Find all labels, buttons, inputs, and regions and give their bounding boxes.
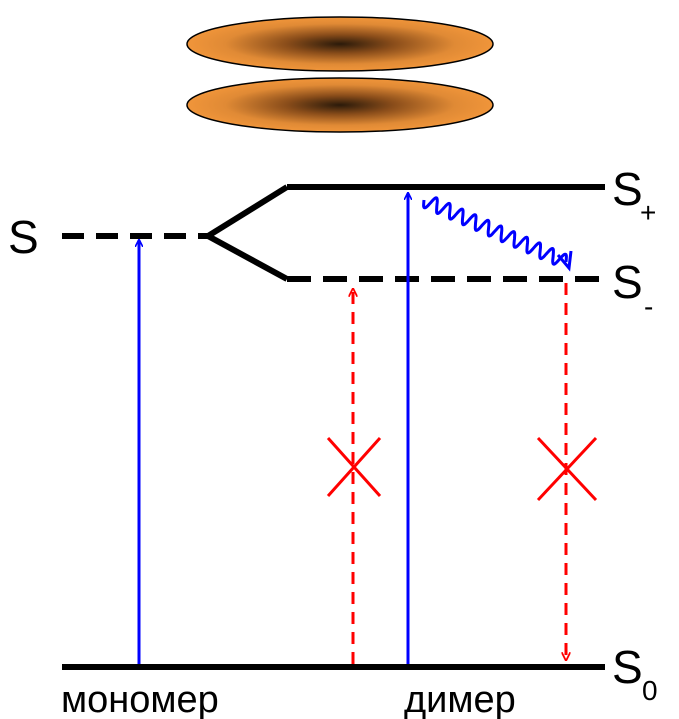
monomer-state-label: S bbox=[8, 211, 39, 263]
molecule-disc-icon bbox=[187, 78, 493, 132]
dimer-molecules bbox=[187, 17, 493, 132]
monomer-caption: мономер bbox=[61, 679, 219, 719]
dimer-lower-state-label: S bbox=[612, 256, 643, 308]
relaxation-wave-icon bbox=[424, 198, 567, 264]
split-line-upper bbox=[208, 187, 287, 236]
dimer-lower-state-subscript: - bbox=[644, 291, 653, 322]
ground-state-label: S bbox=[612, 641, 643, 693]
ground-state-subscript: 0 bbox=[642, 675, 658, 706]
split-line-lower bbox=[208, 236, 287, 279]
dimer-caption: димер bbox=[404, 679, 516, 719]
dimer-upper-state-label: S bbox=[612, 163, 643, 215]
dimer-upper-state-subscript: + bbox=[640, 197, 656, 228]
molecule-disc-icon bbox=[187, 17, 493, 71]
forbidden-cross-icon bbox=[328, 438, 380, 496]
